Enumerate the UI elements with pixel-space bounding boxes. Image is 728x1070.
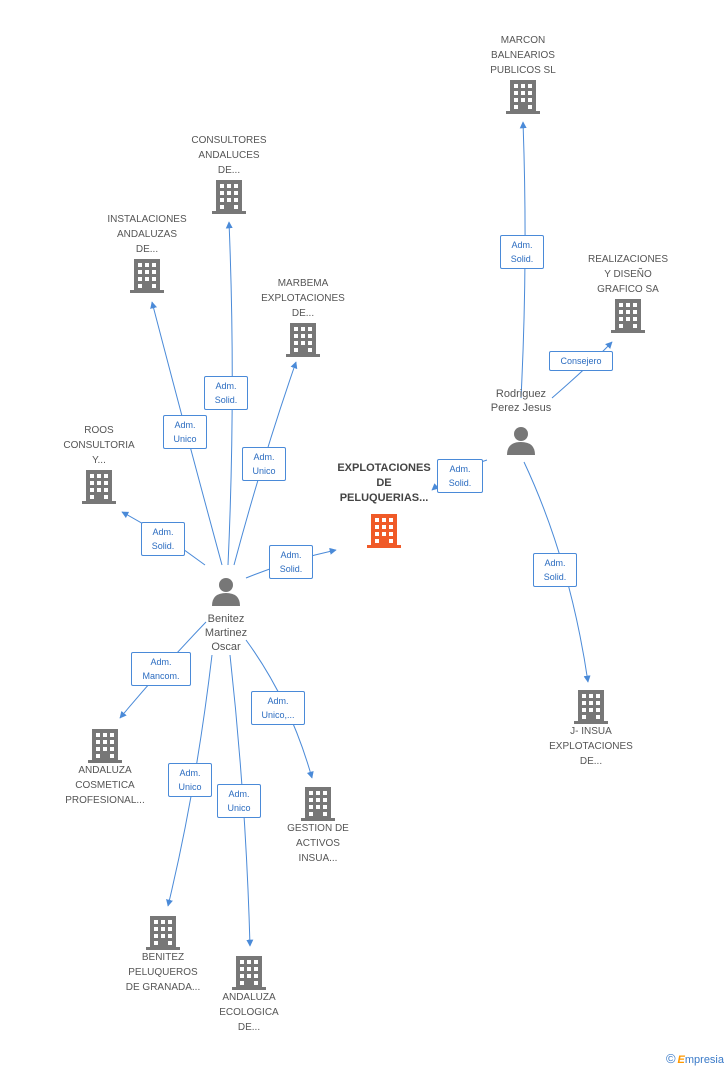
node-label: MARBEMA EXPLOTACIONES DE...	[261, 278, 345, 319]
node-label: BENITEZ PELUQUEROS DE GRANADA...	[125, 952, 201, 993]
building-icon	[286, 323, 320, 357]
node-label: GESTION DE ACTIVOS INSUA...	[287, 823, 349, 864]
node-label: EXPLOTACIONES DE PELUQUERIAS...	[337, 462, 431, 504]
building-icon	[301, 787, 335, 821]
node-explotaciones-focus[interactable]: EXPLOTACIONES DE PELUQUERIAS...	[314, 461, 454, 548]
building-icon	[212, 180, 246, 214]
node-andaluza-ecologica[interactable]: ANDALUZA ECOLOGICA DE...	[179, 954, 319, 1035]
node-benitez-peluqueros[interactable]: BENITEZ PELUQUEROS DE GRANADA...	[93, 914, 233, 995]
node-rodriguez[interactable]: Rodriguez Perez Jesus	[451, 387, 591, 455]
edge-label-marbema[interactable]: Adm. Unico	[242, 447, 286, 481]
node-marcon[interactable]: MARCON BALNEARIOS PUBLICOS SL	[453, 33, 593, 114]
node-marbema[interactable]: MARBEMA EXPLOTACIONES DE...	[233, 276, 373, 357]
node-label: Rodriguez Perez Jesus	[490, 388, 552, 414]
edge-label-consultores[interactable]: Adm. Solid.	[204, 376, 248, 410]
brand-initial: E	[677, 1054, 685, 1066]
edge-label-realizaciones[interactable]: Consejero	[549, 351, 613, 371]
person-icon	[507, 427, 535, 455]
node-label: REALIZACIONES Y DISEÑO GRAFICO SA	[587, 254, 669, 295]
edge-label-jinsua[interactable]: Adm. Solid.	[533, 553, 577, 587]
brand-credit: ©Empresia	[666, 1051, 724, 1066]
edge-label-benitez-explot[interactable]: Adm. Solid.	[269, 545, 313, 579]
node-gestion[interactable]: GESTION DE ACTIVOS INSUA...	[248, 785, 388, 866]
node-label: ROOS CONSULTORIA Y...	[63, 425, 135, 466]
node-jinsua[interactable]: J- INSUA EXPLOTACIONES DE...	[521, 688, 661, 769]
node-label: ANDALUZA ECOLOGICA DE...	[219, 992, 279, 1033]
node-label: INSTALACIONES ANDALUZAS DE...	[107, 214, 187, 255]
edge-label-instalaciones[interactable]: Adm. Unico	[163, 415, 207, 449]
node-andaluza-cosmetica[interactable]: ANDALUZA COSMETICA PROFESIONAL...	[35, 727, 175, 808]
building-icon	[130, 259, 164, 293]
building-icon	[506, 80, 540, 114]
building-icon	[232, 956, 266, 990]
node-label: Benitez Martinez Oscar	[204, 613, 248, 653]
building-icon	[611, 299, 645, 333]
node-instalaciones[interactable]: INSTALACIONES ANDALUZAS DE...	[77, 212, 217, 293]
node-label: CONSULTORES ANDALUCES DE...	[191, 135, 267, 176]
brand-name: mpresia	[684, 1054, 724, 1066]
edge-label-benitez-peluqueros[interactable]: Adm. Unico	[168, 763, 212, 797]
edge-label-gestion[interactable]: Adm. Unico,...	[251, 691, 305, 725]
node-label: ANDALUZA COSMETICA PROFESIONAL...	[65, 765, 145, 806]
building-icon	[82, 470, 116, 504]
node-label: J- INSUA EXPLOTACIONES DE...	[549, 726, 633, 767]
edge-label-rodriguez-explot[interactable]: Adm. Solid.	[437, 459, 483, 493]
node-label: MARCON BALNEARIOS PUBLICOS SL	[490, 35, 556, 76]
edge-label-marcon[interactable]: Adm. Solid.	[500, 235, 544, 269]
node-roos[interactable]: ROOS CONSULTORIA Y...	[29, 423, 169, 504]
building-icon	[88, 729, 122, 763]
edge-label-andaluza-cosmetica[interactable]: Adm. Mancom.	[131, 652, 191, 686]
node-consultores[interactable]: CONSULTORES ANDALUCES DE...	[159, 133, 299, 214]
node-benitez-oscar[interactable]: Benitez Martinez Oscar	[156, 576, 296, 654]
building-icon	[367, 514, 401, 548]
edge-label-roos[interactable]: Adm. Solid.	[141, 522, 185, 556]
person-icon	[212, 578, 240, 606]
building-icon	[146, 916, 180, 950]
copyright-icon: ©	[665, 1051, 676, 1066]
edge-label-andaluza-ecologica[interactable]: Adm. Unico	[217, 784, 261, 818]
building-icon	[574, 690, 608, 724]
node-realizaciones[interactable]: REALIZACIONES Y DISEÑO GRAFICO SA	[558, 252, 698, 333]
